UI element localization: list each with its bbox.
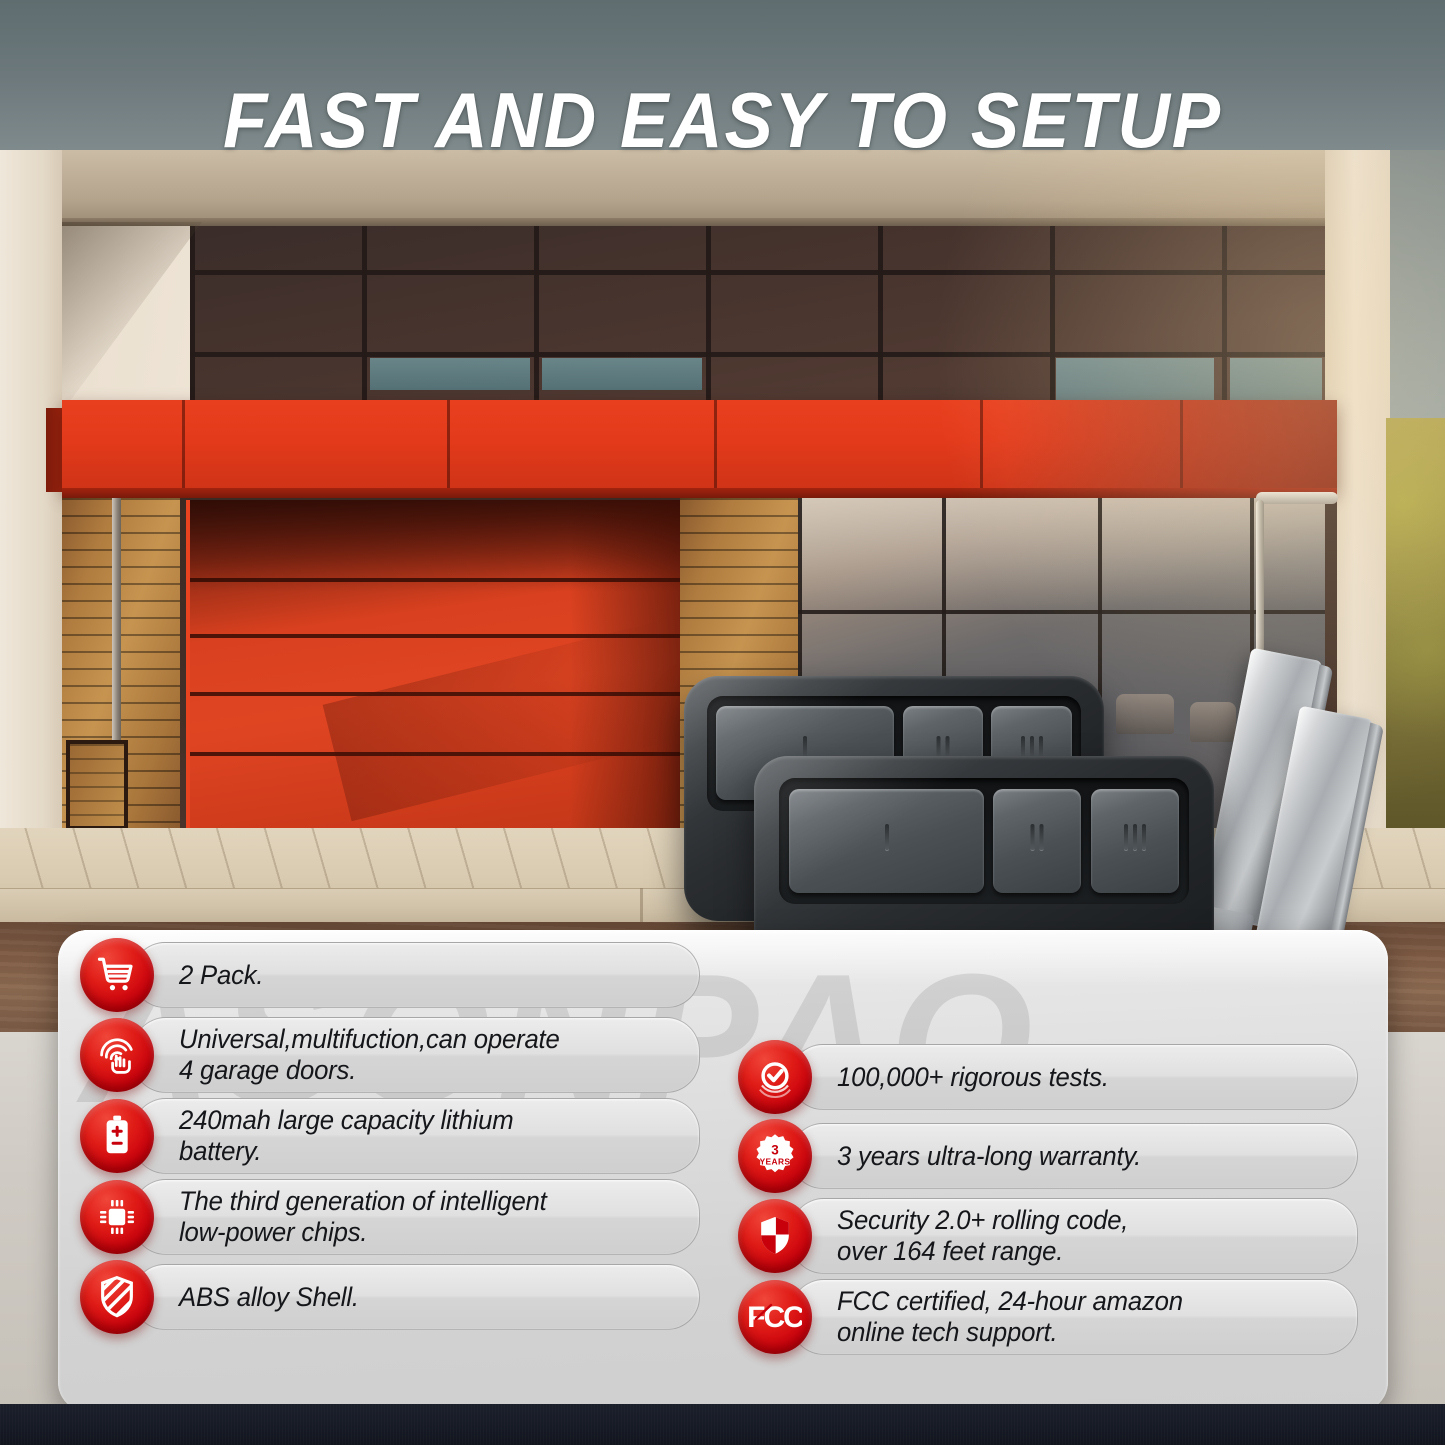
feature-pill: Universal,multifuction,can operate 4 gar… [132, 1017, 700, 1093]
remote-front [754, 756, 1214, 1026]
red-canopy-band [62, 400, 1337, 490]
remote-button-3[interactable] [1090, 789, 1179, 893]
shopping-cart-icon [80, 938, 154, 1012]
product-group [660, 640, 1400, 1060]
left-pillar [0, 150, 62, 840]
red-garage-door [186, 500, 680, 828]
button-tray [779, 777, 1189, 905]
bottom-bar [0, 1404, 1445, 1445]
feature-column-right: 100,000+ rigorous tests. 3 YEARS 3 years… [738, 1040, 1358, 1360]
hedge-shrub [1386, 418, 1445, 838]
feature-pill: The third generation of intelligent low-… [132, 1179, 700, 1255]
feature-item: 3 YEARS 3 years ultra-long warranty. [738, 1119, 1358, 1193]
feature-text: 2 Pack. [179, 959, 264, 990]
feature-item: The third generation of intelligent low-… [80, 1179, 700, 1255]
feature-text: FCC certified, 24-hour amazon online tec… [837, 1286, 1183, 1347]
fcc-icon: FCC [738, 1280, 812, 1354]
remote-button-2[interactable] [993, 789, 1082, 893]
feature-text: The third generation of intelligent low-… [179, 1186, 547, 1247]
door-handle-top [1256, 492, 1338, 504]
feature-item: Security 2.0+ rolling code, over 164 fee… [738, 1198, 1358, 1274]
feature-pill: Security 2.0+ rolling code, over 164 fee… [790, 1198, 1358, 1274]
feature-column-left: 2 Pack. U [80, 938, 700, 1339]
wood-post-left [112, 498, 121, 828]
feature-text: Universal,multifuction,can operate 4 gar… [179, 1024, 560, 1085]
feature-item: 240mah large capacity lithium battery. [80, 1098, 700, 1174]
feature-pill: FCC certified, 24-hour amazon online tec… [790, 1279, 1358, 1355]
building-soffit [62, 150, 1325, 222]
feature-pill: ABS alloy Shell. [132, 1264, 700, 1330]
remote-button-1[interactable] [789, 789, 984, 893]
soffit-edge [62, 218, 1325, 226]
feature-text: 100,000+ rigorous tests. [837, 1061, 1109, 1092]
feature-panel: ASONPAO 2 Pack. [58, 930, 1388, 1412]
feature-text: ABS alloy Shell. [179, 1281, 359, 1312]
battery-icon [80, 1099, 154, 1173]
svg-text:YEARS: YEARS [760, 1157, 791, 1167]
feature-pill: 2 Pack. [132, 942, 700, 1008]
side-access-door [66, 740, 128, 830]
feature-item: 100,000+ rigorous tests. [738, 1040, 1358, 1114]
page-title: FAST AND EASY TO SETUP [223, 76, 1222, 164]
feature-item: Universal,multifuction,can operate 4 gar… [80, 1017, 700, 1093]
feature-pill: 100,000+ rigorous tests. [790, 1044, 1358, 1110]
feature-item: ABS alloy Shell. [80, 1260, 700, 1334]
check-circle-icon [738, 1040, 812, 1114]
canopy-lip [62, 488, 1337, 498]
feature-text: 240mah large capacity lithium battery. [179, 1105, 514, 1166]
shield-quarters-icon [738, 1199, 812, 1273]
feature-text: 3 years ultra-long warranty. [837, 1140, 1142, 1171]
sky-right-gap [1386, 150, 1445, 420]
feature-pill: 3 years ultra-long warranty. [790, 1123, 1358, 1189]
feature-item: 2 Pack. [80, 938, 700, 1012]
feature-text: Security 2.0+ rolling code, over 164 fee… [837, 1205, 1129, 1266]
feature-pill: 240mah large capacity lithium battery. [132, 1098, 700, 1174]
touch-fingerprint-icon [80, 1018, 154, 1092]
feature-item: FCC FCC certified, 24-hour amazon online… [738, 1279, 1358, 1355]
three-years-badge-icon: 3 YEARS [738, 1119, 812, 1193]
shield-striped-icon [80, 1260, 154, 1334]
svg-text:3: 3 [771, 1142, 779, 1157]
canopy-side [46, 408, 64, 492]
chip-icon [80, 1180, 154, 1254]
